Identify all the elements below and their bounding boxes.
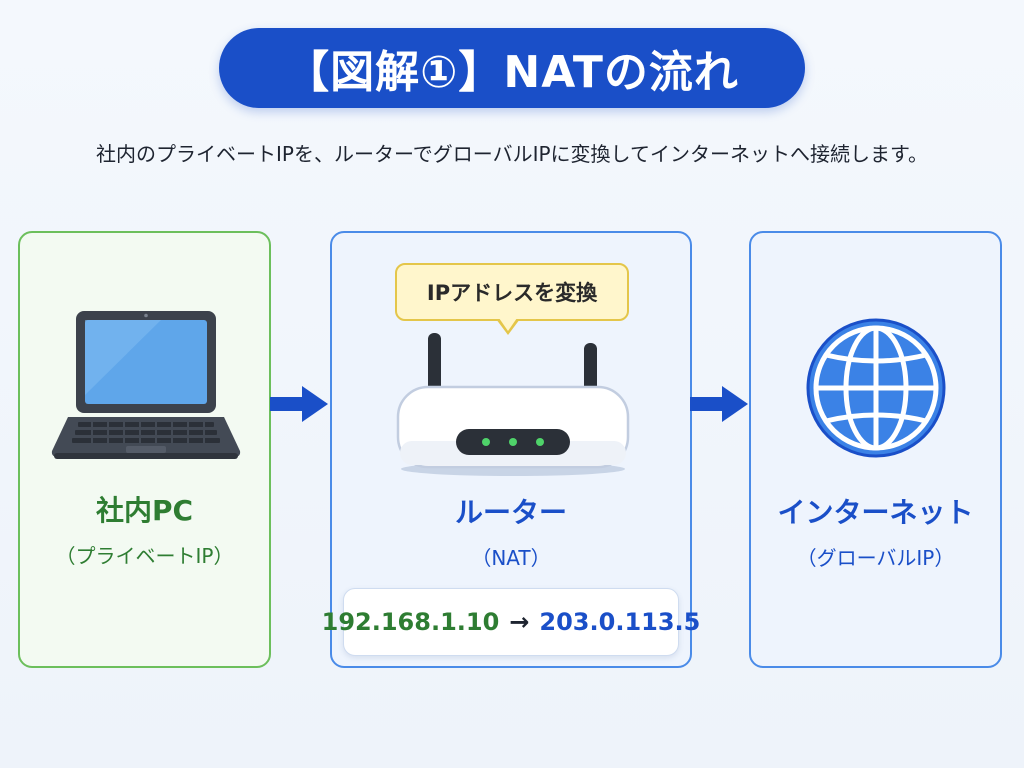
global-ip: 203.0.113.5 [539,608,701,636]
pc-panel: 社内PC （プライベートIP） [18,231,271,668]
laptop-icon [51,311,241,459]
callout-bubble: IPアドレスを変換 [395,263,629,321]
callout-tail-inner [499,318,517,331]
pc-label: 社内PC [95,494,194,527]
callout-text: IPアドレスを変換 [426,281,598,305]
conversion-arrow: → [509,608,530,636]
internet-sublabel: （グローバルIP） [796,546,955,570]
router-label: ルーター [454,496,567,529]
pc-sublabel: （プライベートIP） [55,544,234,568]
arrow-right-icon [270,386,328,422]
arrow-right-icon [690,386,748,422]
router-sublabel: （NAT） [471,546,551,570]
page-title-text: 【図解①】NATの流れ [285,47,739,98]
description: 社内のプライベートIPを、ルーターでグローバルIPに変換してインターネットへ接続… [96,142,928,166]
internet-label: インターネット [777,496,974,529]
private-ip: 192.168.1.10 [321,608,500,636]
router-panel: IPアドレスを変換 ルーター （NAT） 192.168.1.10 → 203.… [322,231,700,668]
ip-conversion-box: 192.168.1.10 → 203.0.113.5 [322,588,700,656]
router-icon [396,333,630,476]
internet-panel: インターネット （グローバルIP） [749,231,1002,668]
globe-icon [806,318,946,458]
page-title: 【図解①】NATの流れ [219,28,805,108]
